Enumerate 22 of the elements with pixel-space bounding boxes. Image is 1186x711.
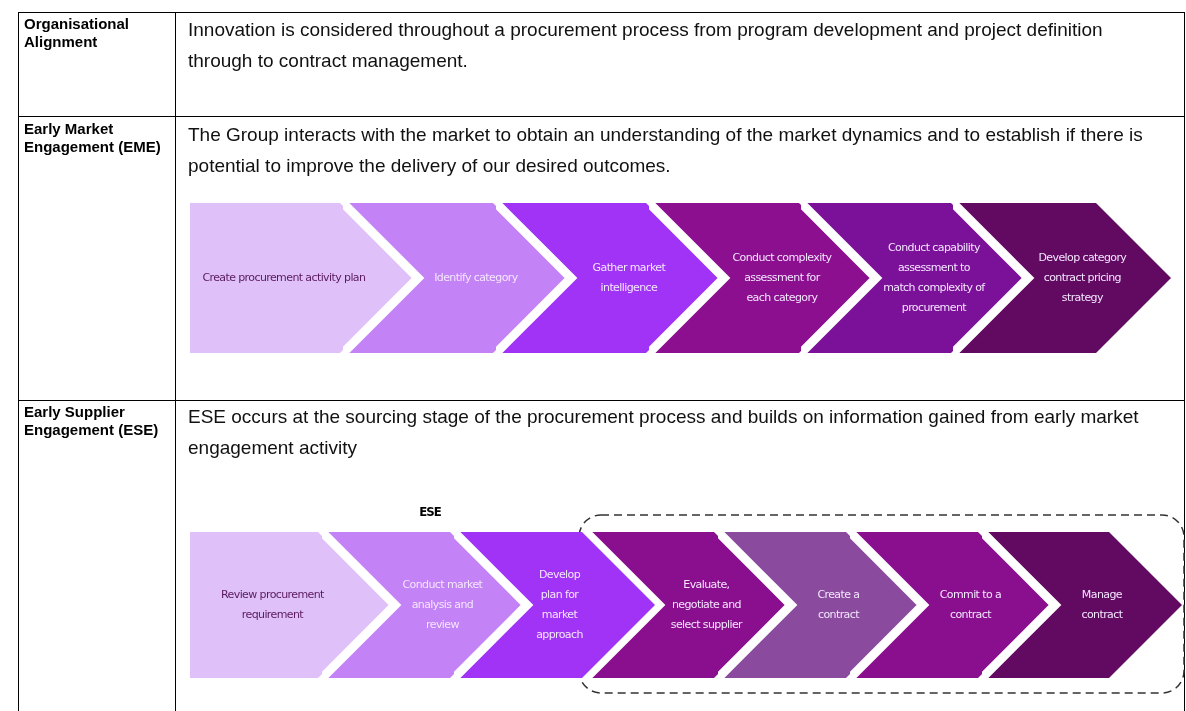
chevron-step — [190, 532, 391, 678]
step-label: Manage contract — [1080, 587, 1124, 623]
step-label: Conduct market analysis and review — [402, 577, 483, 633]
step-label: Conduct capability assessment to match complexity of procurement — [883, 240, 985, 316]
step-label: Commit to a contract — [938, 587, 1003, 623]
chevron-step — [322, 532, 523, 678]
description-text: Innovation is considered throughout a procurement process from program development and project definition through to contract management. — [188, 18, 1104, 73]
row-heading: Early Market Engagement (EME) — [24, 120, 162, 156]
step-label: Gather market intelligence — [591, 260, 667, 296]
step-label: Identify category — [433, 270, 519, 286]
step-label: Create a contract — [816, 587, 861, 623]
step-label: Review procurement requirement — [220, 587, 325, 623]
row-heading: Organisational Alignment — [24, 15, 131, 51]
section-label: ESE — [418, 504, 442, 519]
step-label: Create procurement activity plan — [201, 270, 367, 286]
description-text: ESE occurs at the sourcing stage of the procurement process and builds on information gained from early market engagement activity — [188, 405, 1140, 460]
description-text: The Group interacts with the market to obtain an understanding of the market dynamics and to establish if there is potential to improve the delivery of our desired outcomes. — [188, 123, 1144, 178]
step-label: Evaluate, negotiate and select supplier — [669, 577, 744, 633]
step-label: Develop plan for market approach — [535, 567, 584, 643]
step-label: Conduct complexity assessment for each category — [731, 250, 833, 306]
row-heading: Early Supplier Engagement (ESE) — [24, 403, 160, 439]
step-label: Develop category contract pricing strategy — [1037, 250, 1128, 306]
